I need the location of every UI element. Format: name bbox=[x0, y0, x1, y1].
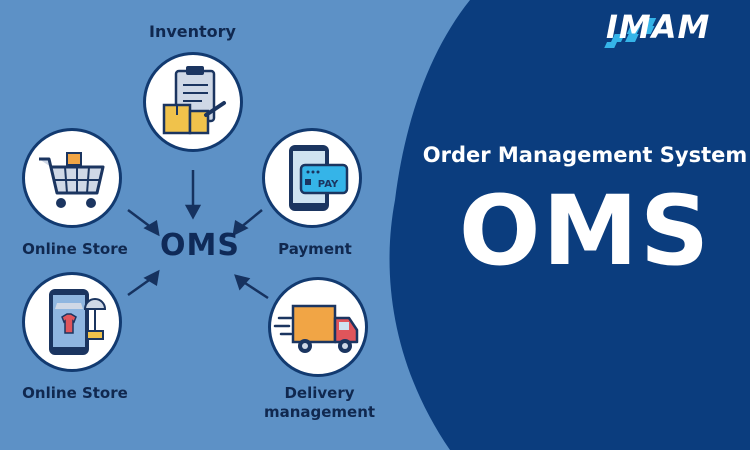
arrow-online-store-top bbox=[127, 209, 153, 229]
node-label-delivery-line1: Delivery bbox=[284, 384, 355, 402]
node-payment: PAY bbox=[262, 128, 362, 228]
arrow-online-store-bottom bbox=[127, 276, 153, 297]
arrow-delivery-head bbox=[234, 274, 251, 291]
arrow-online-store-bottom-head bbox=[143, 269, 160, 287]
arrow-payment bbox=[239, 209, 263, 229]
node-inventory bbox=[143, 52, 243, 152]
node-online-store-bottom bbox=[22, 272, 122, 372]
clipboard-boxes-icon bbox=[162, 66, 226, 135]
arrow-online-store-top-head bbox=[143, 219, 160, 237]
shopping-cart-icon bbox=[39, 152, 105, 208]
phone-pay-icon: PAY bbox=[289, 145, 349, 211]
arrow-payment-head bbox=[232, 219, 249, 237]
navy-panel bbox=[389, 0, 750, 450]
node-label-inventory: Inventory bbox=[149, 22, 236, 41]
pay-card-text: PAY bbox=[318, 179, 339, 190]
node-label-payment: Payment bbox=[278, 240, 352, 258]
node-delivery bbox=[268, 277, 368, 377]
arrow-delivery bbox=[244, 281, 269, 300]
node-label-online-store-top: Online Store bbox=[22, 240, 128, 258]
arrow-inventory-head bbox=[184, 204, 202, 220]
panel-title: OMS bbox=[458, 175, 712, 287]
node-online-store-top bbox=[22, 128, 122, 228]
brand-logo-icon bbox=[604, 18, 657, 48]
delivery-truck-icon bbox=[273, 304, 359, 353]
brand-name: IMAM bbox=[606, 8, 711, 46]
center-label: OMS bbox=[160, 228, 240, 263]
node-label-delivery-line2: management bbox=[263, 403, 376, 421]
node-label-online-store-bottom: Online Store bbox=[22, 384, 128, 402]
mobile-store-icon bbox=[49, 289, 107, 355]
panel-subtitle: Order Management System bbox=[422, 143, 748, 167]
arrows bbox=[127, 170, 269, 300]
